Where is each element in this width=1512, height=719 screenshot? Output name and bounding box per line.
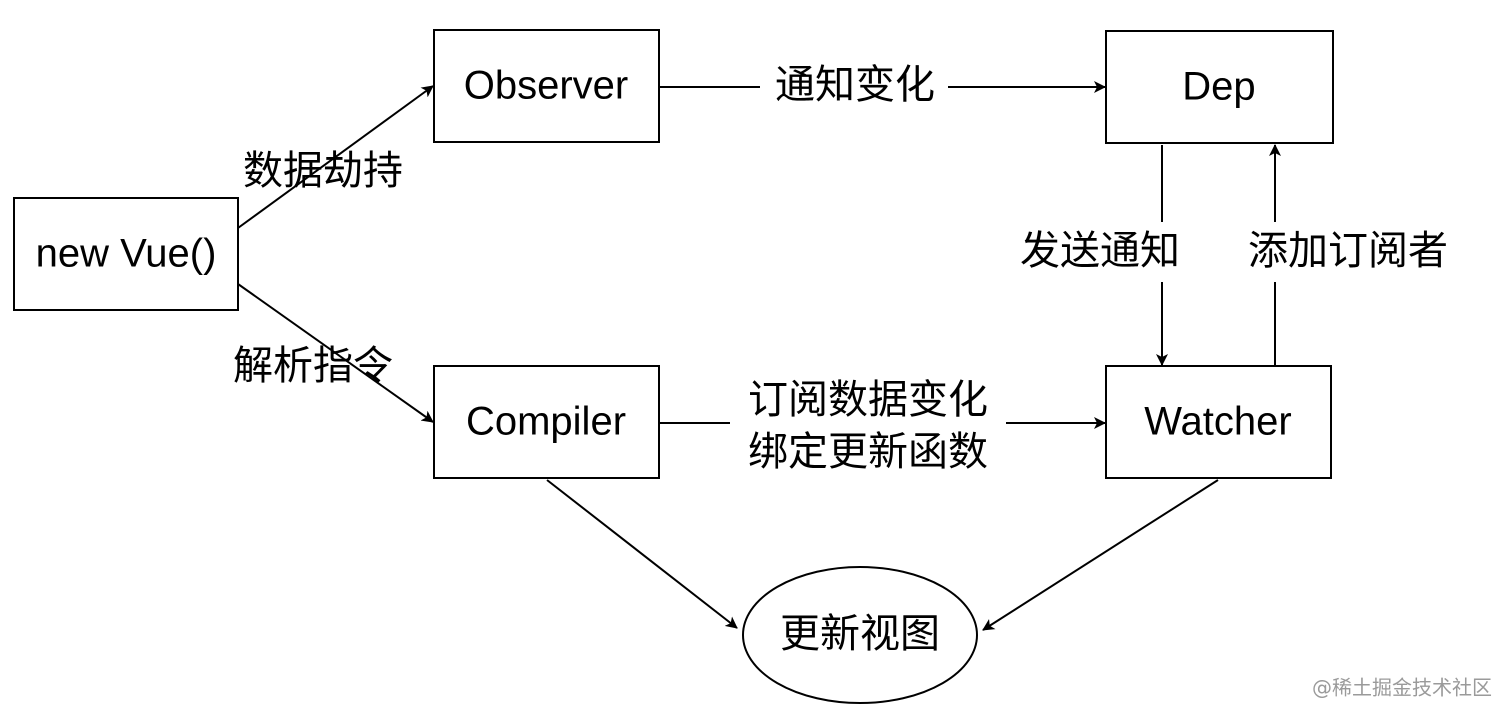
- node-new-vue-label: new Vue(): [36, 232, 217, 276]
- node-observer-label: Observer: [464, 64, 629, 108]
- edge-watcher-updateview: [982, 479, 1219, 631]
- node-compiler-label: Compiler: [466, 400, 626, 444]
- node-update-view-label: 更新视图: [780, 611, 940, 657]
- node-dep: Dep: [1105, 30, 1334, 144]
- node-compiler: Compiler: [433, 365, 660, 479]
- node-new-vue: new Vue(): [13, 197, 239, 311]
- edge-newvue-observer: [237, 85, 434, 229]
- edge-label-parse-directive: 解析指令: [233, 343, 393, 389]
- edge-newvue-compiler: [237, 283, 434, 423]
- edge-label-send-notify: 发送通知: [1020, 228, 1180, 274]
- watermark-text: @稀土掘金技术社区: [1312, 676, 1492, 700]
- edge-label-add-subscriber: 添加订阅者: [1248, 228, 1448, 274]
- node-watcher: Watcher: [1105, 365, 1332, 479]
- edge-label-subscribe-line1: 订阅数据变化: [748, 377, 988, 423]
- edge-label-notify-change: 通知变化: [775, 62, 935, 108]
- node-dep-label: Dep: [1182, 65, 1255, 109]
- node-update-view: 更新视图: [742, 566, 978, 704]
- edge-label-subscribe-line2: 绑定更新函数: [748, 429, 988, 475]
- edge-label-data-hijack: 数据劫持: [243, 148, 403, 194]
- node-watcher-label: Watcher: [1144, 400, 1291, 444]
- node-observer: Observer: [433, 29, 660, 143]
- edge-compiler-updateview: [546, 479, 738, 629]
